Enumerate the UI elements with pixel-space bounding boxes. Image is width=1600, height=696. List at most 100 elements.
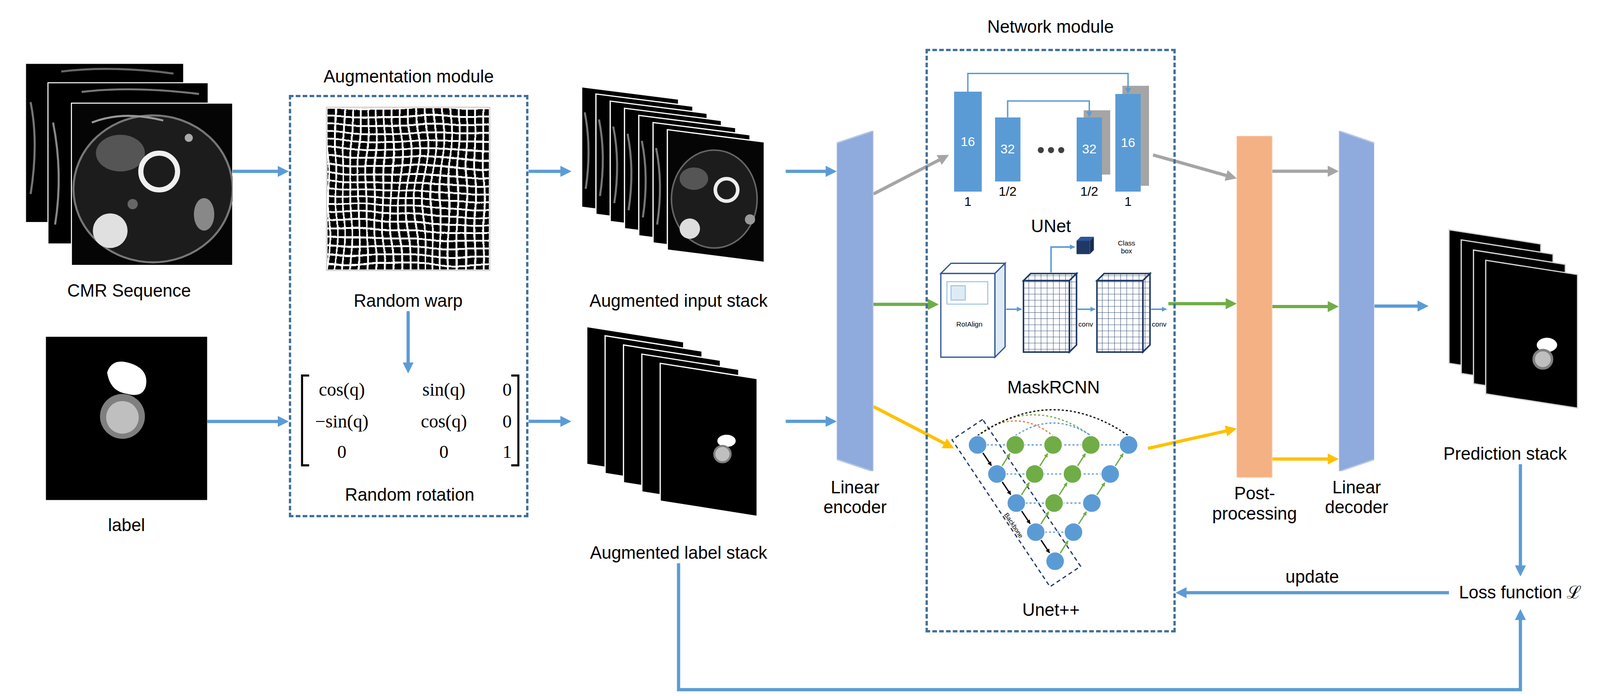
node-text: Linear encoder [814, 477, 897, 518]
node-text: Augmentation module [323, 66, 494, 88]
node-text: Linear decoder [1315, 477, 1398, 518]
label-holder: −sin(q) [315, 411, 369, 432]
cmr-image-stack [52, 122, 59, 225]
connector-arrow [1272, 304, 1331, 309]
label-image [99, 393, 145, 439]
unet-art [1037, 146, 1044, 153]
skip-line [1006, 473, 1102, 475]
text-holder: CMR Sequence [67, 281, 191, 302]
augmented-input-cards [613, 126, 617, 204]
matrix-entry: 1 [502, 441, 512, 463]
connector-arrow [1168, 302, 1230, 306]
augmented-label-cards [660, 363, 757, 517]
cmr-slice [95, 134, 145, 172]
maskrcnn-art [1069, 273, 1077, 353]
unetpp-node [1063, 464, 1082, 484]
matrix-entry: 0 [502, 411, 512, 432]
upsample-arrow [1077, 453, 1086, 467]
feature-bar: 161 [954, 91, 982, 192]
warp-cells [327, 108, 489, 270]
part-label: conv [1078, 320, 1094, 329]
feature-bar: 321/2 [995, 117, 1021, 182]
node-text: UNet [1031, 216, 1072, 237]
text-holder: MaskRCNN [1007, 377, 1101, 399]
unetpp-node [1026, 522, 1045, 542]
maskrcnn-arrow [1150, 308, 1167, 311]
prediction-cards [1485, 260, 1578, 409]
maskrcnn-arrow [1006, 246, 1167, 310]
text-holder: label [107, 515, 145, 536]
image-stack: Augmented label stack [571, 324, 786, 563]
matrix-entry: 0 [502, 379, 512, 400]
maskrcnn-art [940, 263, 1006, 274]
maskrcnn-art [1076, 240, 1091, 255]
node-text: Unet++ [1022, 600, 1080, 621]
postprocess-bar-outline [1236, 135, 1273, 478]
augmented-input-cards [641, 140, 646, 218]
augmented-input-cards [667, 129, 765, 263]
prediction-cards [1448, 229, 1578, 409]
maskrcnn-arrow [1077, 308, 1096, 311]
image-stack: CMR Sequence [25, 63, 233, 301]
backbone-arrow [1002, 481, 1011, 495]
cmr-image-stack [30, 102, 35, 194]
matrix-entry: cos(q) [421, 411, 468, 432]
unetpp-art [952, 410, 1138, 587]
cmr-slice [193, 198, 215, 231]
unetpp-node [1101, 464, 1120, 484]
label-holder: conv [1151, 320, 1167, 329]
part-label: conv [1151, 320, 1167, 329]
part-label: Class box [1114, 239, 1139, 255]
unetpp-node [1045, 551, 1065, 571]
skip-arc [977, 410, 1129, 436]
encoder-trapezoid-outline [836, 130, 874, 472]
connector-arrow [207, 419, 282, 423]
node-text: 1/2 [998, 184, 1017, 200]
label-holder: 0 [502, 379, 512, 400]
edge-label: update [1283, 567, 1341, 588]
upsample-arrow [1002, 453, 1124, 554]
connector-arrow [873, 406, 948, 446]
label-image [46, 336, 208, 500]
label-holder: 0 [502, 411, 512, 432]
connector-arrow [873, 158, 943, 194]
skip-arc [977, 415, 1091, 436]
augmented-slice [744, 214, 756, 225]
upsample-arrow [1039, 453, 1048, 467]
augmented-slice [671, 150, 757, 249]
upsample-arrow [1002, 453, 1010, 467]
text-holder: Random rotation [345, 485, 475, 506]
image-stack: Prediction stack [1428, 226, 1582, 465]
backbone-arrow [982, 452, 1050, 554]
network-block: 161321/2321/2161UNet [949, 66, 1154, 237]
unetpp-node [987, 464, 1007, 484]
prediction-cards [1533, 350, 1553, 369]
node-text: Prediction stack [1443, 444, 1567, 465]
connector-arrow [232, 169, 282, 174]
node-text: MaskRCNN [1007, 377, 1101, 399]
connector-arrow [1148, 430, 1230, 449]
text-holder: UNet [1031, 216, 1072, 237]
upsample-arrow [1021, 482, 1030, 496]
augmented-input-cards [656, 147, 660, 225]
decoder-trapezoid: Linear decoder [1338, 130, 1375, 472]
encoder-trapezoid-outline [836, 130, 874, 472]
node-text: Random rotation [345, 485, 475, 506]
module-box: Random warpRandom rotationAugmentation m… [288, 94, 529, 518]
label-holder: 0 [337, 441, 347, 463]
cmr-image-stack [61, 69, 174, 74]
unetpp-art [952, 419, 1081, 587]
connector-arrow [1183, 591, 1449, 595]
connector-arrow [1007, 100, 1090, 118]
augmented-label-cards [586, 326, 758, 517]
warp-cells [327, 108, 489, 270]
node-text: Loss function ℒ [1459, 582, 1582, 604]
network-block: MaskRCNN [938, 232, 1169, 399]
cmr-slice [140, 152, 178, 190]
feature-bar: 321/2 [1076, 117, 1102, 182]
upsample-arrow [1078, 511, 1087, 525]
label-holder: conv [1078, 320, 1094, 329]
node-text: Post- processing [1208, 483, 1301, 524]
